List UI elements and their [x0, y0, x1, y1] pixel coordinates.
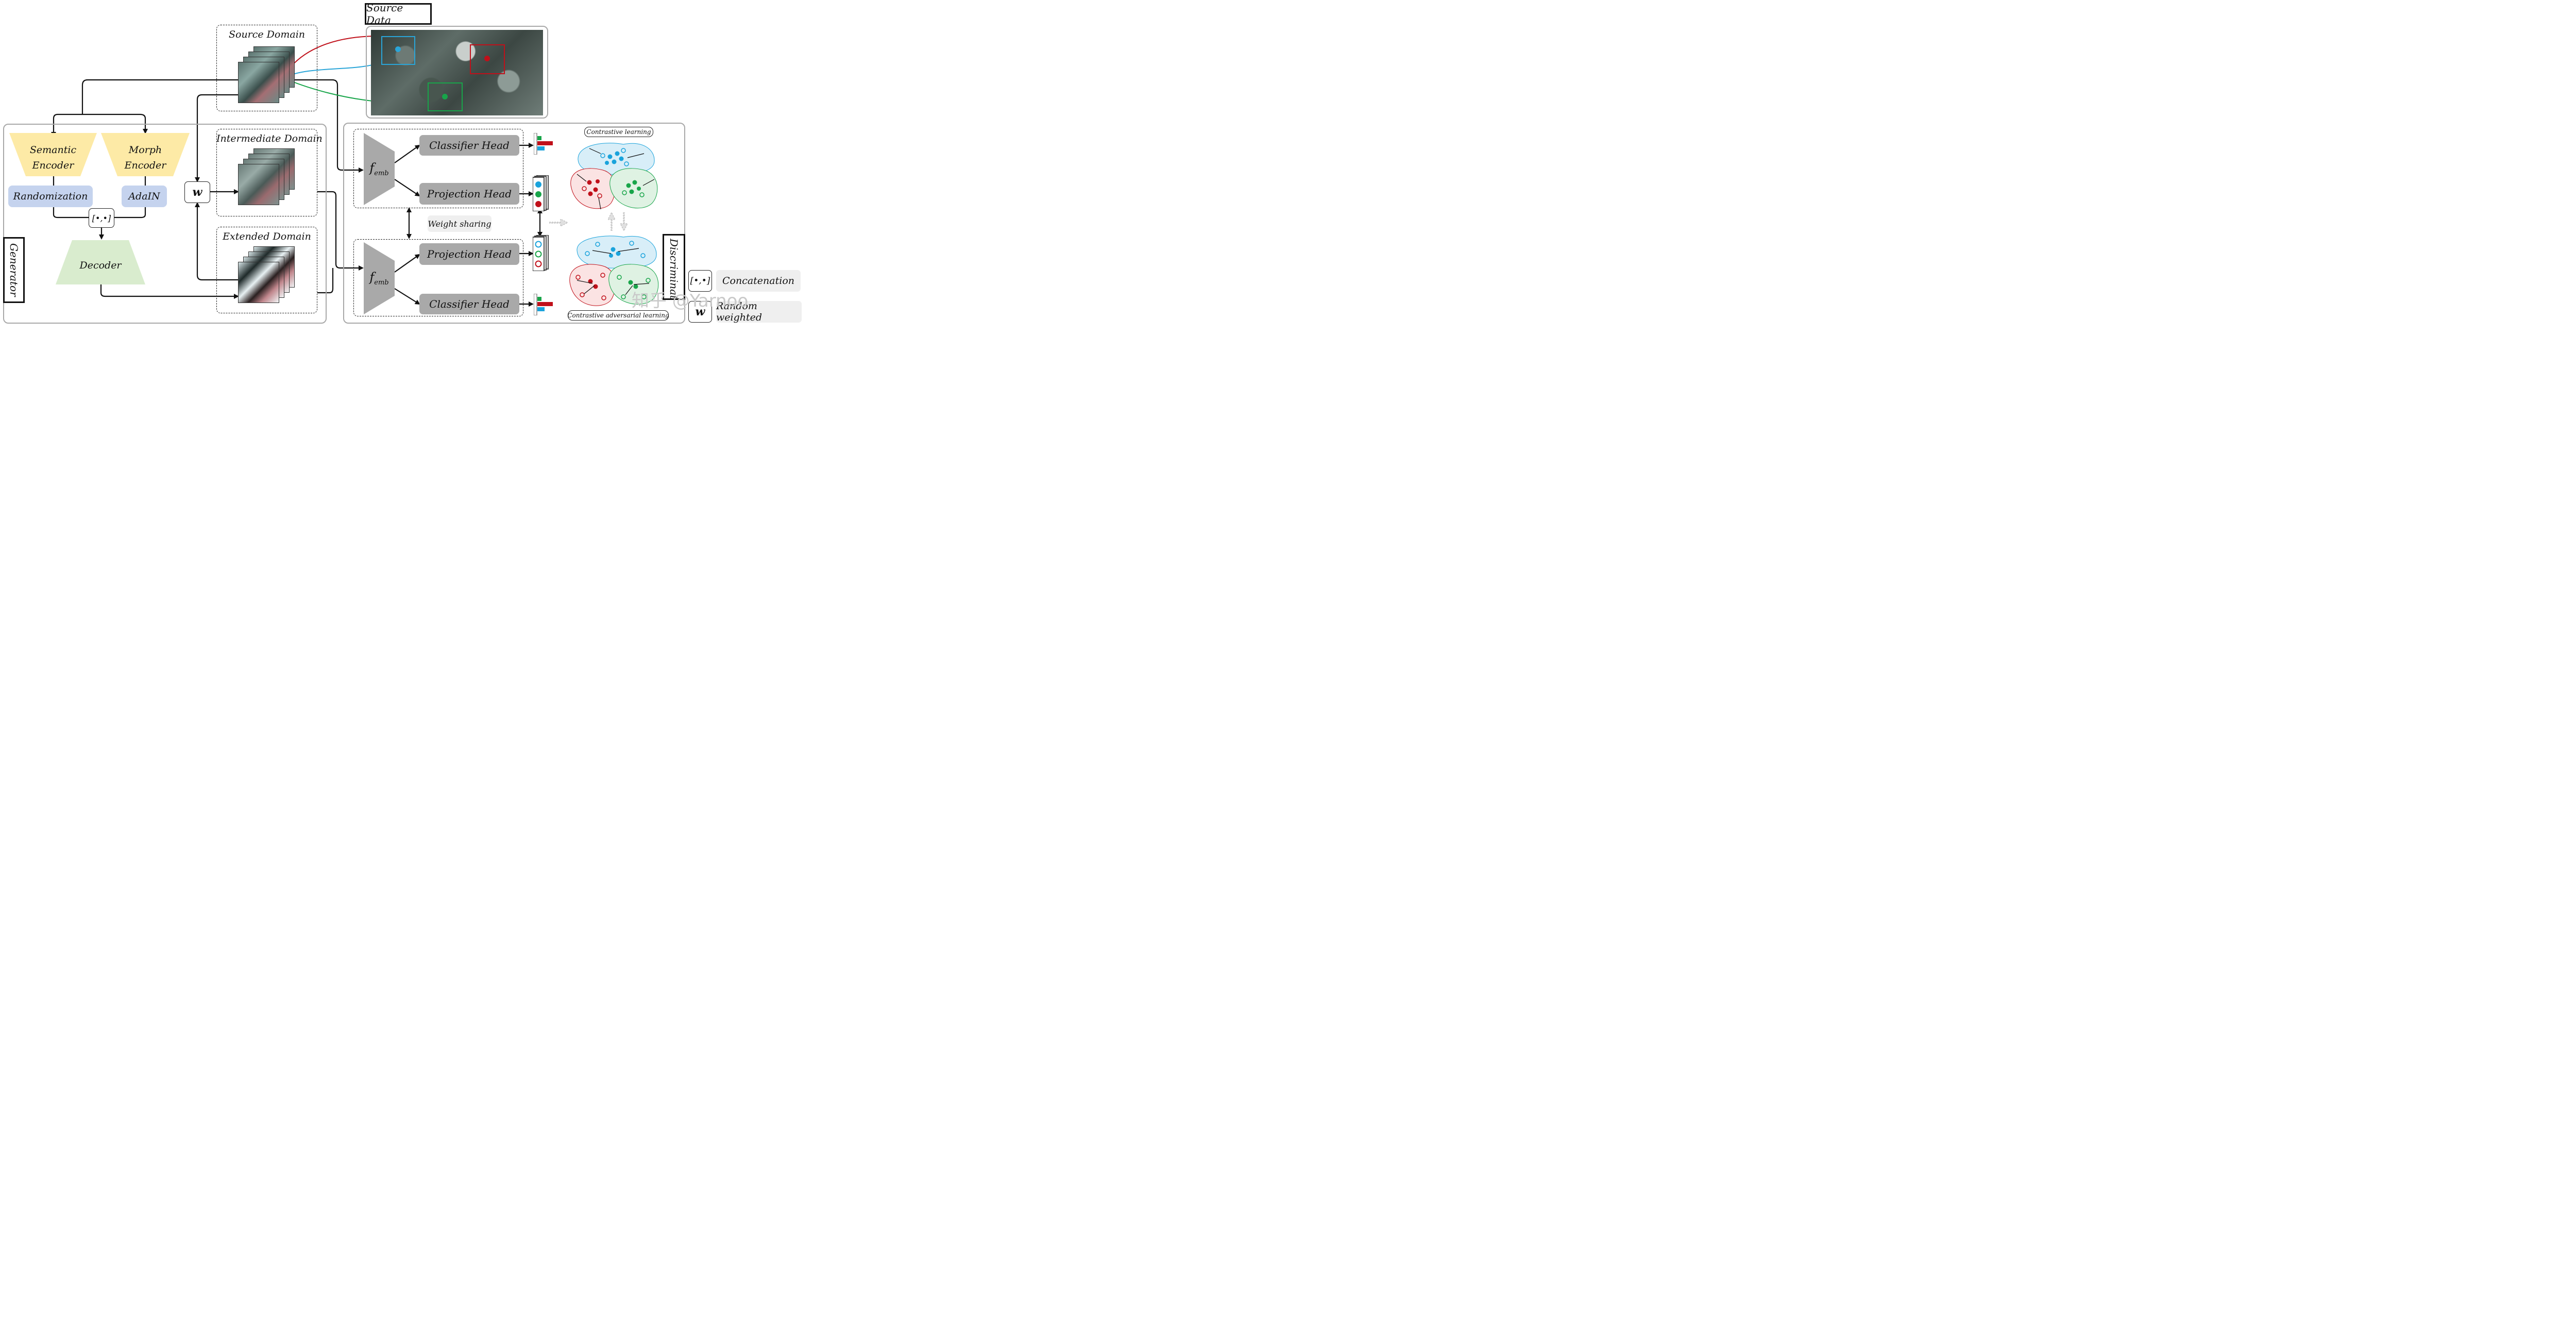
- legend-concatenation-label: Concatenation: [716, 270, 801, 292]
- morph-encoder-label-line1: Morph: [128, 144, 162, 156]
- generator-region: [3, 124, 327, 324]
- discriminator-label: Discriminator: [663, 234, 685, 300]
- arrow-intermediate-to-femb-bottom: [317, 191, 364, 271]
- femb-top-shape: [364, 133, 395, 205]
- femb-bottom-sub: emb: [374, 278, 389, 287]
- intermediate-domain-image-stack: [238, 148, 300, 210]
- contrastive-adversarial-label: Contrastive adversarial learning: [567, 310, 669, 321]
- adain-block: AdaIN: [122, 186, 167, 207]
- watermark: 知乎 @Yarnoo: [632, 291, 749, 311]
- contrastive-learning-clusters: [570, 143, 658, 210]
- randomization-block: Randomization: [8, 186, 93, 207]
- projection-head-top: Projection Head: [419, 183, 519, 205]
- class-bars-icon-top: [534, 133, 553, 155]
- arrow-source-to-w: [195, 94, 238, 182]
- concat-node: [•,•]: [89, 208, 114, 228]
- arrow-to-semantic-encoder: [51, 113, 148, 137]
- source-data-title: Source Data: [365, 2, 432, 26]
- femb-top-main: f: [369, 161, 375, 175]
- feature-stack-top: [533, 175, 549, 211]
- satellite-image: [371, 30, 543, 115]
- extended-domain-label: Extended Domain: [223, 231, 311, 242]
- legend-w-symbol: w: [688, 301, 712, 323]
- discriminator-region: [343, 123, 685, 324]
- dashed-arrow-up: [607, 211, 616, 231]
- class-bars-icon-bottom: [534, 294, 553, 315]
- femb-bottom-shape: [364, 242, 395, 314]
- satellite-patch-red: [470, 44, 505, 74]
- arrow-extended-to-w: [195, 202, 238, 281]
- discriminator-branch-bottom: [353, 239, 523, 316]
- morph-encoder-shape: [101, 133, 190, 176]
- arrow-source-to-femb-top: [282, 79, 364, 173]
- arrow-femb-to-projection-bottom: [394, 254, 420, 273]
- femb-bottom-label: femb: [364, 270, 395, 287]
- w-node: w: [184, 181, 210, 203]
- arrow-femb-to-classifier-top: [394, 144, 420, 163]
- classifier-head-bottom: Classifier Head: [419, 294, 519, 314]
- arrow-femb-to-classifier-bottom: [394, 288, 420, 305]
- satellite-point-blue: [395, 46, 401, 52]
- satellite-patch-blue: [381, 36, 415, 65]
- legend-random-weighted-label: Random weighted: [716, 300, 802, 323]
- extended-domain-image-stack: [238, 246, 300, 308]
- source-data-frame: [366, 26, 548, 119]
- generator-label: Generator: [3, 237, 25, 303]
- femb-top-sub: emb: [374, 169, 389, 177]
- contrastive-learning-label: Contrastive learning: [584, 127, 653, 137]
- intermediate-domain-box: [216, 129, 317, 216]
- satellite-point-green: [442, 94, 448, 99]
- semantic-encoder-label-line2: Encoder: [32, 160, 74, 171]
- decoder-label: Decoder: [79, 260, 122, 271]
- arrow-femb-to-projection-top: [394, 179, 420, 197]
- line-extended-to-femb-bottom: [317, 268, 334, 294]
- legend-concat-symbol: [•,•]: [688, 270, 712, 292]
- morph-encoder-label-line2: Encoder: [124, 160, 166, 171]
- femb-bottom-main: f: [369, 270, 375, 284]
- dashed-arrow-down: [620, 212, 628, 232]
- arrow-source-to-encoders: [81, 79, 238, 114]
- line-adain-to-concat: [114, 207, 146, 219]
- contrastive-adversarial-clusters: [569, 236, 659, 306]
- extended-domain-box: [216, 227, 317, 313]
- intermediate-domain-label: Intermediate Domain: [216, 133, 323, 144]
- projection-head-bottom: Projection Head: [419, 243, 519, 265]
- classifier-head-top: Classifier Head: [419, 135, 519, 156]
- weight-sharing-label: Weight sharing: [428, 215, 492, 232]
- dashed-arrow-right: [549, 219, 569, 227]
- semantic-encoder-shape: [9, 133, 97, 176]
- arrow-decoder-to-extended: [100, 284, 239, 299]
- feature-stack-bottom: [533, 235, 549, 271]
- discriminator-branch-top: [353, 129, 523, 208]
- semantic-encoder-label-line1: Semantic: [29, 144, 77, 156]
- satellite-patch-green: [428, 82, 463, 111]
- source-domain-label: Source Domain: [228, 29, 306, 40]
- satellite-point-red: [484, 56, 490, 61]
- line-rand-to-concat: [53, 207, 89, 219]
- source-domain-image-stack: [238, 46, 300, 108]
- source-domain-box: [216, 25, 317, 111]
- decoder-shape: [56, 240, 145, 284]
- femb-top-label: femb: [364, 161, 395, 177]
